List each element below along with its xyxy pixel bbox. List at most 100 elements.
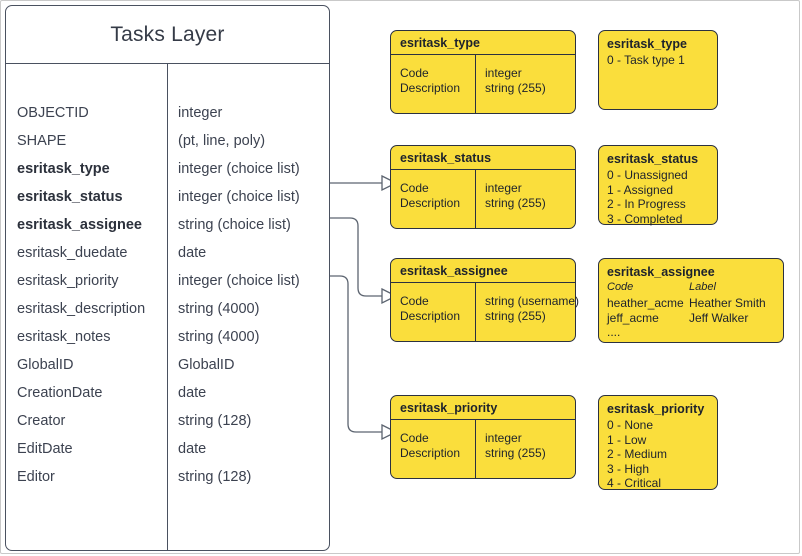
value-list-title: esritask_assignee [607, 265, 715, 279]
table-row[interactable]: CreationDate date [6, 379, 329, 407]
table-row[interactable]: esritask_status integer (choice list) [6, 183, 329, 211]
value-list-col-header-code: Code [607, 281, 634, 293]
tasks-layer-title-bar: Tasks Layer [6, 6, 329, 64]
domain-row-label: Code [400, 294, 429, 308]
domain-table-header: esritask_type [391, 31, 575, 55]
page-title: Tasks Layer [110, 22, 225, 46]
domain-row-type: string (255) [485, 446, 546, 460]
field-type: (pt, line, poly) [178, 133, 266, 149]
table-row[interactable]: esritask_type integer (choice list) [6, 155, 329, 183]
domain-table-header: esritask_status [391, 146, 575, 170]
field-type: string (4000) [178, 329, 260, 345]
field-name: esritask_notes [17, 329, 111, 345]
list-item: 3 - Completed [607, 211, 683, 226]
value-list-codes: heather_acme jeff_acme .... [607, 296, 684, 340]
list-item: jeff_acme [607, 310, 659, 325]
field-name: esritask_duedate [17, 245, 128, 261]
domain-row-type: integer [485, 431, 522, 445]
field-name: OBJECTID [17, 105, 89, 121]
field-name: SHAPE [17, 133, 67, 149]
field-name: esritask_assignee [17, 217, 142, 233]
table-row[interactable]: Creator string (128) [6, 407, 329, 435]
list-item: Heather Smith [689, 296, 766, 310]
domain-type-values: integer string (255) [485, 181, 546, 211]
field-type: integer [178, 105, 223, 121]
list-item: 4 - Critical [607, 476, 662, 490]
domain-row-type: string (255) [485, 196, 546, 210]
table-row[interactable]: Editor string (128) [6, 463, 329, 491]
field-type: date [178, 441, 207, 457]
domain-code-labels: Code Description [400, 294, 460, 324]
domain-type-values: string (username) string (255) [485, 294, 579, 324]
value-list-col-header-label: Label [689, 281, 716, 293]
value-list-esritask-type[interactable]: esritask_type 0 - Task type 1 [598, 30, 718, 110]
domain-table-header: esritask_assignee [391, 259, 575, 283]
field-type: integer (choice list) [178, 273, 300, 289]
field-name: esritask_priority [17, 273, 119, 289]
list-item: 1 - Low [607, 432, 647, 447]
domain-table-esritask-assignee[interactable]: esritask_assignee Code Description strin… [390, 258, 579, 342]
field-type: string (choice list) [178, 217, 291, 233]
value-list-items: 0 - None 1 - Low 2 - Medium 3 - High 4 -… [607, 418, 667, 491]
domain-table-divider [475, 283, 477, 341]
domain-row-label: Code [400, 66, 429, 80]
domain-table-body: Code Description integer string (255) [391, 420, 575, 478]
domain-table-esritask-priority[interactable]: esritask_priority Code Description integ… [390, 395, 576, 479]
table-row[interactable]: esritask_description string (4000) [6, 295, 329, 323]
table-row[interactable]: OBJECTID integer [6, 99, 329, 127]
domain-row-label: Description [400, 309, 461, 323]
value-list-title: esritask_status [607, 152, 699, 166]
domain-row-label: Code [400, 181, 429, 195]
domain-table-esritask-status[interactable]: esritask_status Code Description integer… [390, 145, 576, 229]
domain-row-type: string (username) [485, 294, 580, 308]
table-row[interactable]: esritask_notes string (4000) [6, 323, 329, 351]
field-name: esritask_description [17, 301, 146, 317]
domain-table-title: esritask_priority [400, 400, 498, 415]
table-row[interactable]: esritask_priority integer (choice list) [6, 267, 329, 295]
table-row[interactable]: esritask_duedate date [6, 239, 329, 267]
domain-table-title: esritask_type [400, 35, 480, 50]
domain-table-divider [475, 55, 477, 113]
field-type: GlobalID [178, 357, 235, 373]
value-list-items: 0 - Unassigned 1 - Assigned 2 - In Progr… [607, 168, 688, 226]
domain-type-values: integer string (255) [485, 431, 546, 461]
list-item: Jeff Walker [689, 310, 749, 325]
field-type: integer (choice list) [178, 189, 300, 205]
column-divider [167, 64, 168, 550]
tasks-layer-fields: OBJECTID integer SHAPE (pt, line, poly) … [6, 64, 329, 550]
domain-table-divider [475, 420, 477, 478]
table-row[interactable]: GlobalID GlobalID [6, 351, 329, 379]
table-row[interactable]: EditDate date [6, 435, 329, 463]
domain-table-header: esritask_priority [391, 396, 575, 420]
field-name: CreationDate [17, 385, 103, 401]
value-list-labels: Heather Smith Jeff Walker [689, 296, 766, 325]
tasks-layer-entity[interactable]: Tasks Layer OBJECTID integer SHAPE (pt, … [5, 5, 330, 551]
domain-table-title: esritask_assignee [400, 263, 508, 278]
domain-code-labels: Code Description [400, 431, 460, 461]
list-item: 3 - High [607, 461, 650, 476]
list-item: 1 - Assigned [607, 182, 674, 197]
domain-table-esritask-type[interactable]: esritask_type Code Description integer s… [390, 30, 576, 114]
domain-table-body: Code Description integer string (255) [391, 55, 575, 113]
field-name: GlobalID [17, 357, 74, 373]
domain-row-type: integer [485, 181, 522, 195]
list-item: 2 - In Progress [607, 197, 686, 211]
table-row[interactable]: esritask_assignee string (choice list) [6, 211, 329, 239]
list-item: 0 - Unassigned [607, 168, 688, 182]
value-list-title: esritask_type [607, 37, 687, 51]
field-name: EditDate [17, 441, 73, 457]
list-item: 2 - Medium [607, 447, 668, 461]
field-type: string (4000) [178, 301, 260, 317]
field-name: esritask_type [17, 161, 110, 177]
value-list-esritask-status[interactable]: esritask_status 0 - Unassigned 1 - Assig… [598, 145, 718, 226]
domain-code-labels: Code Description [400, 181, 460, 211]
value-list-esritask-priority[interactable]: esritask_priority 0 - None 1 - Low 2 - M… [598, 395, 718, 490]
field-name: esritask_status [17, 189, 123, 205]
field-type: string (128) [178, 413, 252, 429]
table-row[interactable]: SHAPE (pt, line, poly) [6, 127, 329, 155]
field-name: Creator [17, 413, 66, 429]
value-list-esritask-assignee[interactable]: esritask_assignee Code Label heather_acm… [598, 258, 784, 343]
domain-code-labels: Code Description [400, 66, 460, 96]
